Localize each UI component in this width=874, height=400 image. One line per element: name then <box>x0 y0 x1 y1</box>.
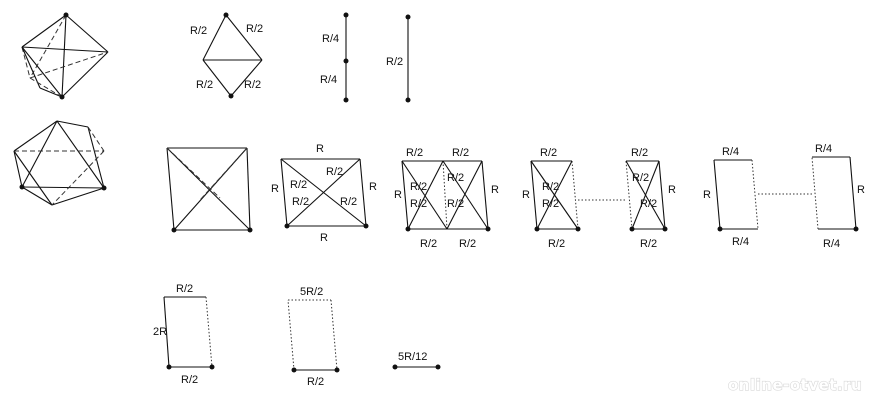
quarter-label-top-left: R/4 <box>722 146 739 158</box>
quarter-label-top-right: R/4 <box>815 143 832 155</box>
pair-label-bottom-left: R/2 <box>548 238 565 250</box>
rectangle-five-r-half: 5R/2 R/2 <box>287 286 340 388</box>
split-label-inner-2: R/2 <box>447 172 464 184</box>
segment-label-lower: R/4 <box>320 74 337 86</box>
square-label-inner-1: R/2 <box>290 179 307 191</box>
rect2r-label-left: 2R <box>153 326 167 338</box>
square-label-bottom: R <box>320 232 328 244</box>
rhombus-label-top-right: R/2 <box>246 23 263 35</box>
pair-label-bottom-right: R/2 <box>640 238 657 250</box>
segment-half: R/2 <box>386 14 411 103</box>
rect2r-label-top: R/2 <box>176 283 193 295</box>
quarter-label-left: R <box>703 189 711 201</box>
pair-label-inner-4: R/2 <box>640 198 657 210</box>
square-dashed-diagonals <box>166 147 253 233</box>
split-label-inner-1: R/2 <box>410 181 427 193</box>
split-label-top-left: R/2 <box>406 147 423 159</box>
square-label-inner-4: R/2 <box>340 196 357 208</box>
split-label-left: R <box>394 189 402 201</box>
quarter-label-bottom-right: R/4 <box>823 238 840 250</box>
square-label-right: R <box>369 181 377 193</box>
square-split-halves: R/2 R/2 R/2 R/2 R/2 R/2 R R R/2 R/2 <box>394 147 499 250</box>
rhombus-figure: R/2 R/2 R/2 R/2 <box>190 12 263 99</box>
square-label-top: R <box>316 143 324 155</box>
segment-five-r-twelfths: 5R/12 <box>392 351 441 370</box>
rhombus-label-bottom-right: R/2 <box>244 79 261 91</box>
square-label-inner-2: R/2 <box>326 166 343 178</box>
octahedron-top <box>21 12 109 100</box>
split-label-right: R <box>491 184 499 196</box>
watermark-text: online-otvet.ru <box>728 376 862 394</box>
square-label-inner-3: R/2 <box>292 196 309 208</box>
segment-five-r12-label: 5R/12 <box>398 351 427 363</box>
split-label-top-right: R/2 <box>452 147 469 159</box>
rect5r-label-top: 5R/2 <box>300 286 323 298</box>
segment-half-label: R/2 <box>386 56 403 68</box>
pair-label-top-left: R/2 <box>540 147 557 159</box>
split-label-bottom-left: R/2 <box>420 238 437 250</box>
split-label-inner-4: R/2 <box>447 198 464 210</box>
pair-label-top-right: R/2 <box>631 147 648 159</box>
quarter-rectangles-pair: R/4 R/4 R R R/4 R/4 <box>703 143 865 250</box>
octahedron-bottom <box>13 120 107 206</box>
split-label-inner-3: R/2 <box>410 198 427 210</box>
rect2r-label-bottom: R/2 <box>181 374 198 386</box>
pair-label-right: R <box>668 184 676 196</box>
split-halves-pair: R/2 R/2 R/2 R/2 R/2 R/2 R R R/2 R/2 <box>522 147 676 250</box>
segment-two-quarters: R/4 R/4 <box>320 12 349 103</box>
square-label-left: R <box>271 183 279 195</box>
rhombus-label-bottom-left: R/2 <box>196 79 213 91</box>
square-labeled-r: R R R R R/2 R/2 R/2 R/2 <box>271 143 377 244</box>
pair-label-inner-2: R/2 <box>542 198 559 210</box>
rect5r-label-bottom: R/2 <box>307 376 324 388</box>
pair-label-inner-1: R/2 <box>542 181 559 193</box>
rhombus-label-top-left: R/2 <box>190 25 207 37</box>
split-label-bottom-right: R/2 <box>459 238 476 250</box>
quarter-label-bottom-left: R/4 <box>732 236 749 248</box>
quarter-label-right: R <box>857 184 865 196</box>
rectangle-two-r: R/2 2R R/2 <box>153 283 215 386</box>
pair-label-inner-3: R/2 <box>632 172 649 184</box>
segment-label-upper: R/4 <box>322 33 339 45</box>
pair-label-left: R <box>522 189 530 201</box>
